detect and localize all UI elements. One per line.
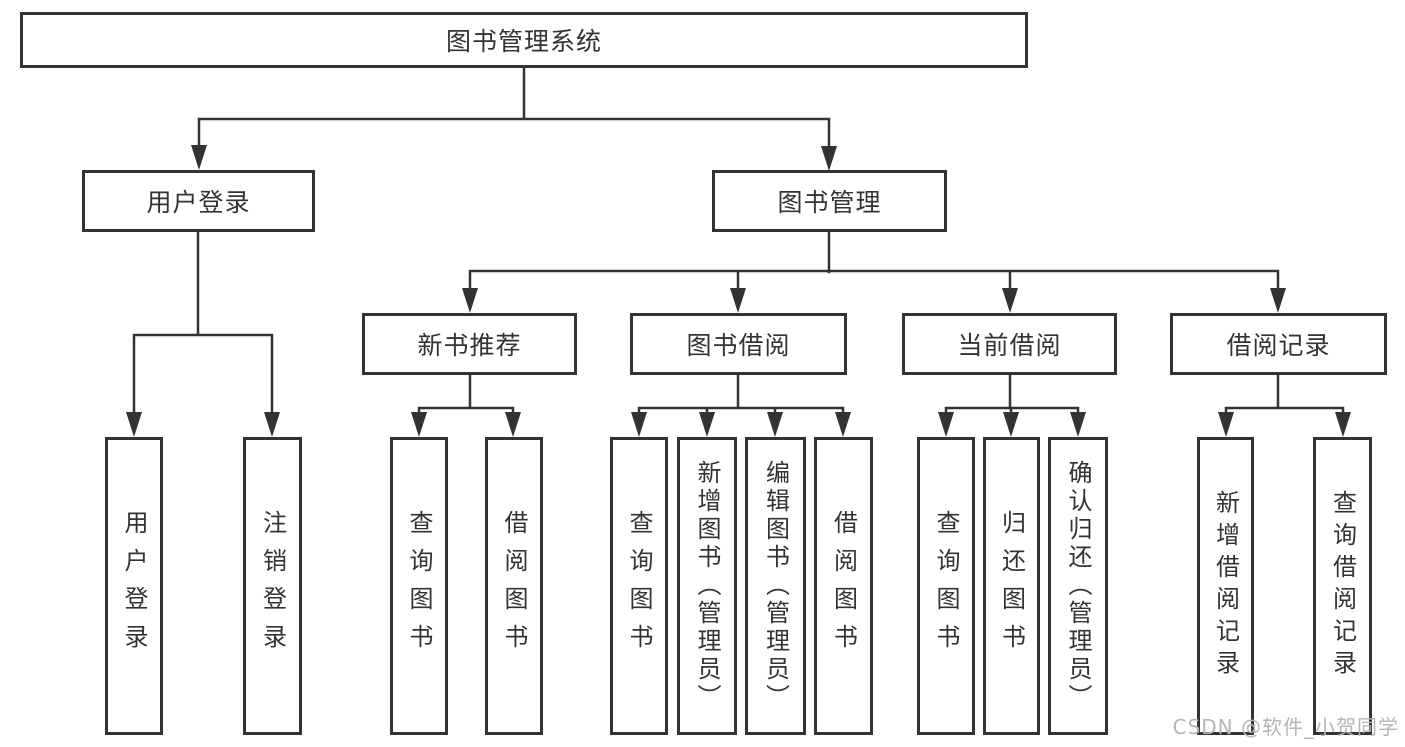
- arrow-down-icon: [938, 412, 954, 437]
- arrow-down-icon: [835, 412, 851, 437]
- node-book-management-label: 图书管理: [777, 188, 882, 217]
- arrow-down-icon: [1070, 412, 1086, 437]
- arrow-down-icon: [821, 146, 837, 171]
- arrow-down-icon: [767, 412, 783, 437]
- leaf-borrow-books: 借阅图书: [814, 437, 873, 735]
- leaf-user-login: 用户登录: [105, 437, 163, 735]
- connector-book-management: [462, 231, 1286, 313]
- leaf-add-books-admin-label: 新增图书（管理员）: [693, 460, 721, 712]
- leaf-recommend-query-books: 查询图书: [390, 437, 448, 735]
- arrow-down-icon: [1218, 412, 1234, 437]
- node-root: 图书管理系统: [20, 12, 1028, 68]
- leaf-recommend-borrow-books-label: 借阅图书: [500, 510, 528, 662]
- node-user-login: 用户登录: [82, 170, 315, 232]
- leaf-return-books-label: 归还图书: [997, 510, 1026, 662]
- connector-new-book-recommend: [411, 373, 521, 437]
- leaf-confirm-return-admin: 确认归还（管理员）: [1048, 437, 1108, 735]
- leaf-query-borrow-record-label: 查询借阅记录: [1328, 490, 1357, 682]
- connector-book-borrow: [631, 373, 851, 437]
- leaf-borrow-query-books: 查询图书: [610, 437, 668, 735]
- node-new-book-recommend-label: 新书推荐: [417, 331, 522, 360]
- leaf-user-login-label: 用户登录: [120, 510, 148, 662]
- arrow-down-icon: [1270, 288, 1286, 313]
- node-borrow-records: 借阅记录: [1170, 313, 1387, 375]
- leaf-add-borrow-record: 新增借阅记录: [1197, 437, 1254, 735]
- leaf-return-books: 归还图书: [983, 437, 1040, 735]
- arrow-down-icon: [1002, 288, 1018, 313]
- node-borrow-records-label: 借阅记录: [1226, 331, 1331, 360]
- leaf-edit-books-admin: 编辑图书（管理员）: [745, 437, 806, 735]
- leaf-confirm-return-admin-label: 确认归还（管理员）: [1064, 460, 1092, 712]
- node-user-login-label: 用户登录: [146, 188, 251, 217]
- leaf-edit-books-admin-label: 编辑图书（管理员）: [761, 460, 790, 712]
- node-book-borrow: 图书借阅: [630, 313, 847, 375]
- leaf-current-query-books-label: 查询图书: [932, 510, 960, 662]
- arrow-down-icon: [126, 412, 142, 437]
- connector-root: [191, 66, 837, 171]
- arrow-down-icon: [191, 145, 207, 170]
- node-book-borrow-label: 图书借阅: [686, 331, 791, 360]
- node-book-management: 图书管理: [712, 170, 947, 232]
- arrow-down-icon: [631, 412, 647, 437]
- node-new-book-recommend: 新书推荐: [362, 313, 577, 375]
- leaf-borrow-books-label: 借阅图书: [829, 510, 858, 662]
- node-root-label: 图书管理系统: [445, 27, 602, 56]
- arrow-down-icon: [462, 288, 478, 313]
- connector-user-login: [126, 230, 280, 437]
- csdn-watermark: CSDN @软件_小贺同学: [1172, 715, 1399, 739]
- leaf-recommend-borrow-books: 借阅图书: [485, 437, 543, 735]
- connector-current-borrow: [938, 373, 1086, 437]
- leaf-query-borrow-record: 查询借阅记录: [1313, 437, 1372, 735]
- leaf-add-borrow-record-label: 新增借阅记录: [1211, 490, 1240, 682]
- node-current-borrow-label: 当前借阅: [957, 331, 1062, 360]
- leaf-borrow-query-books-label: 查询图书: [625, 510, 653, 662]
- leaf-add-books-admin: 新增图书（管理员）: [677, 437, 737, 735]
- leaf-logout: 注销登录: [243, 437, 302, 735]
- arrow-down-icon: [699, 412, 715, 437]
- arrow-down-icon: [411, 412, 427, 437]
- arrow-down-icon: [1003, 412, 1019, 437]
- arrow-down-icon: [730, 288, 746, 313]
- arrow-down-icon: [1335, 412, 1351, 437]
- node-current-borrow: 当前借阅: [902, 313, 1117, 375]
- leaf-recommend-query-books-label: 查询图书: [405, 510, 433, 662]
- leaf-logout-label: 注销登录: [258, 510, 287, 662]
- arrow-down-icon: [264, 412, 280, 437]
- leaf-current-query-books: 查询图书: [917, 437, 975, 735]
- arrow-down-icon: [505, 412, 521, 437]
- connector-borrow-records: [1218, 373, 1351, 437]
